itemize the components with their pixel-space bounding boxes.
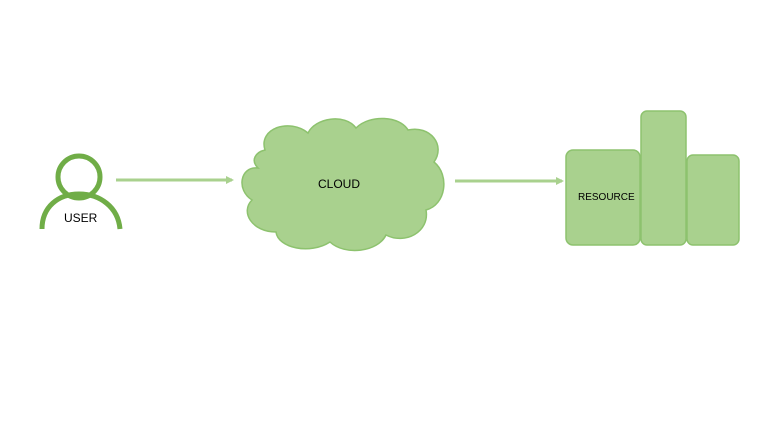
user-icon (39, 153, 123, 230)
resource-blocks-icon (565, 110, 740, 246)
user-label: USER (64, 211, 98, 225)
cloud-icon (241, 117, 445, 252)
cloud-label: CLOUD (318, 177, 361, 191)
resource-label: RESOURCE (578, 192, 635, 203)
user-head (55, 153, 103, 201)
resource-block-left (565, 149, 641, 246)
resource-block-tall (640, 110, 687, 246)
user-shoulders (39, 191, 123, 230)
cloud-shape (241, 117, 445, 252)
resource-block-right (686, 154, 740, 246)
